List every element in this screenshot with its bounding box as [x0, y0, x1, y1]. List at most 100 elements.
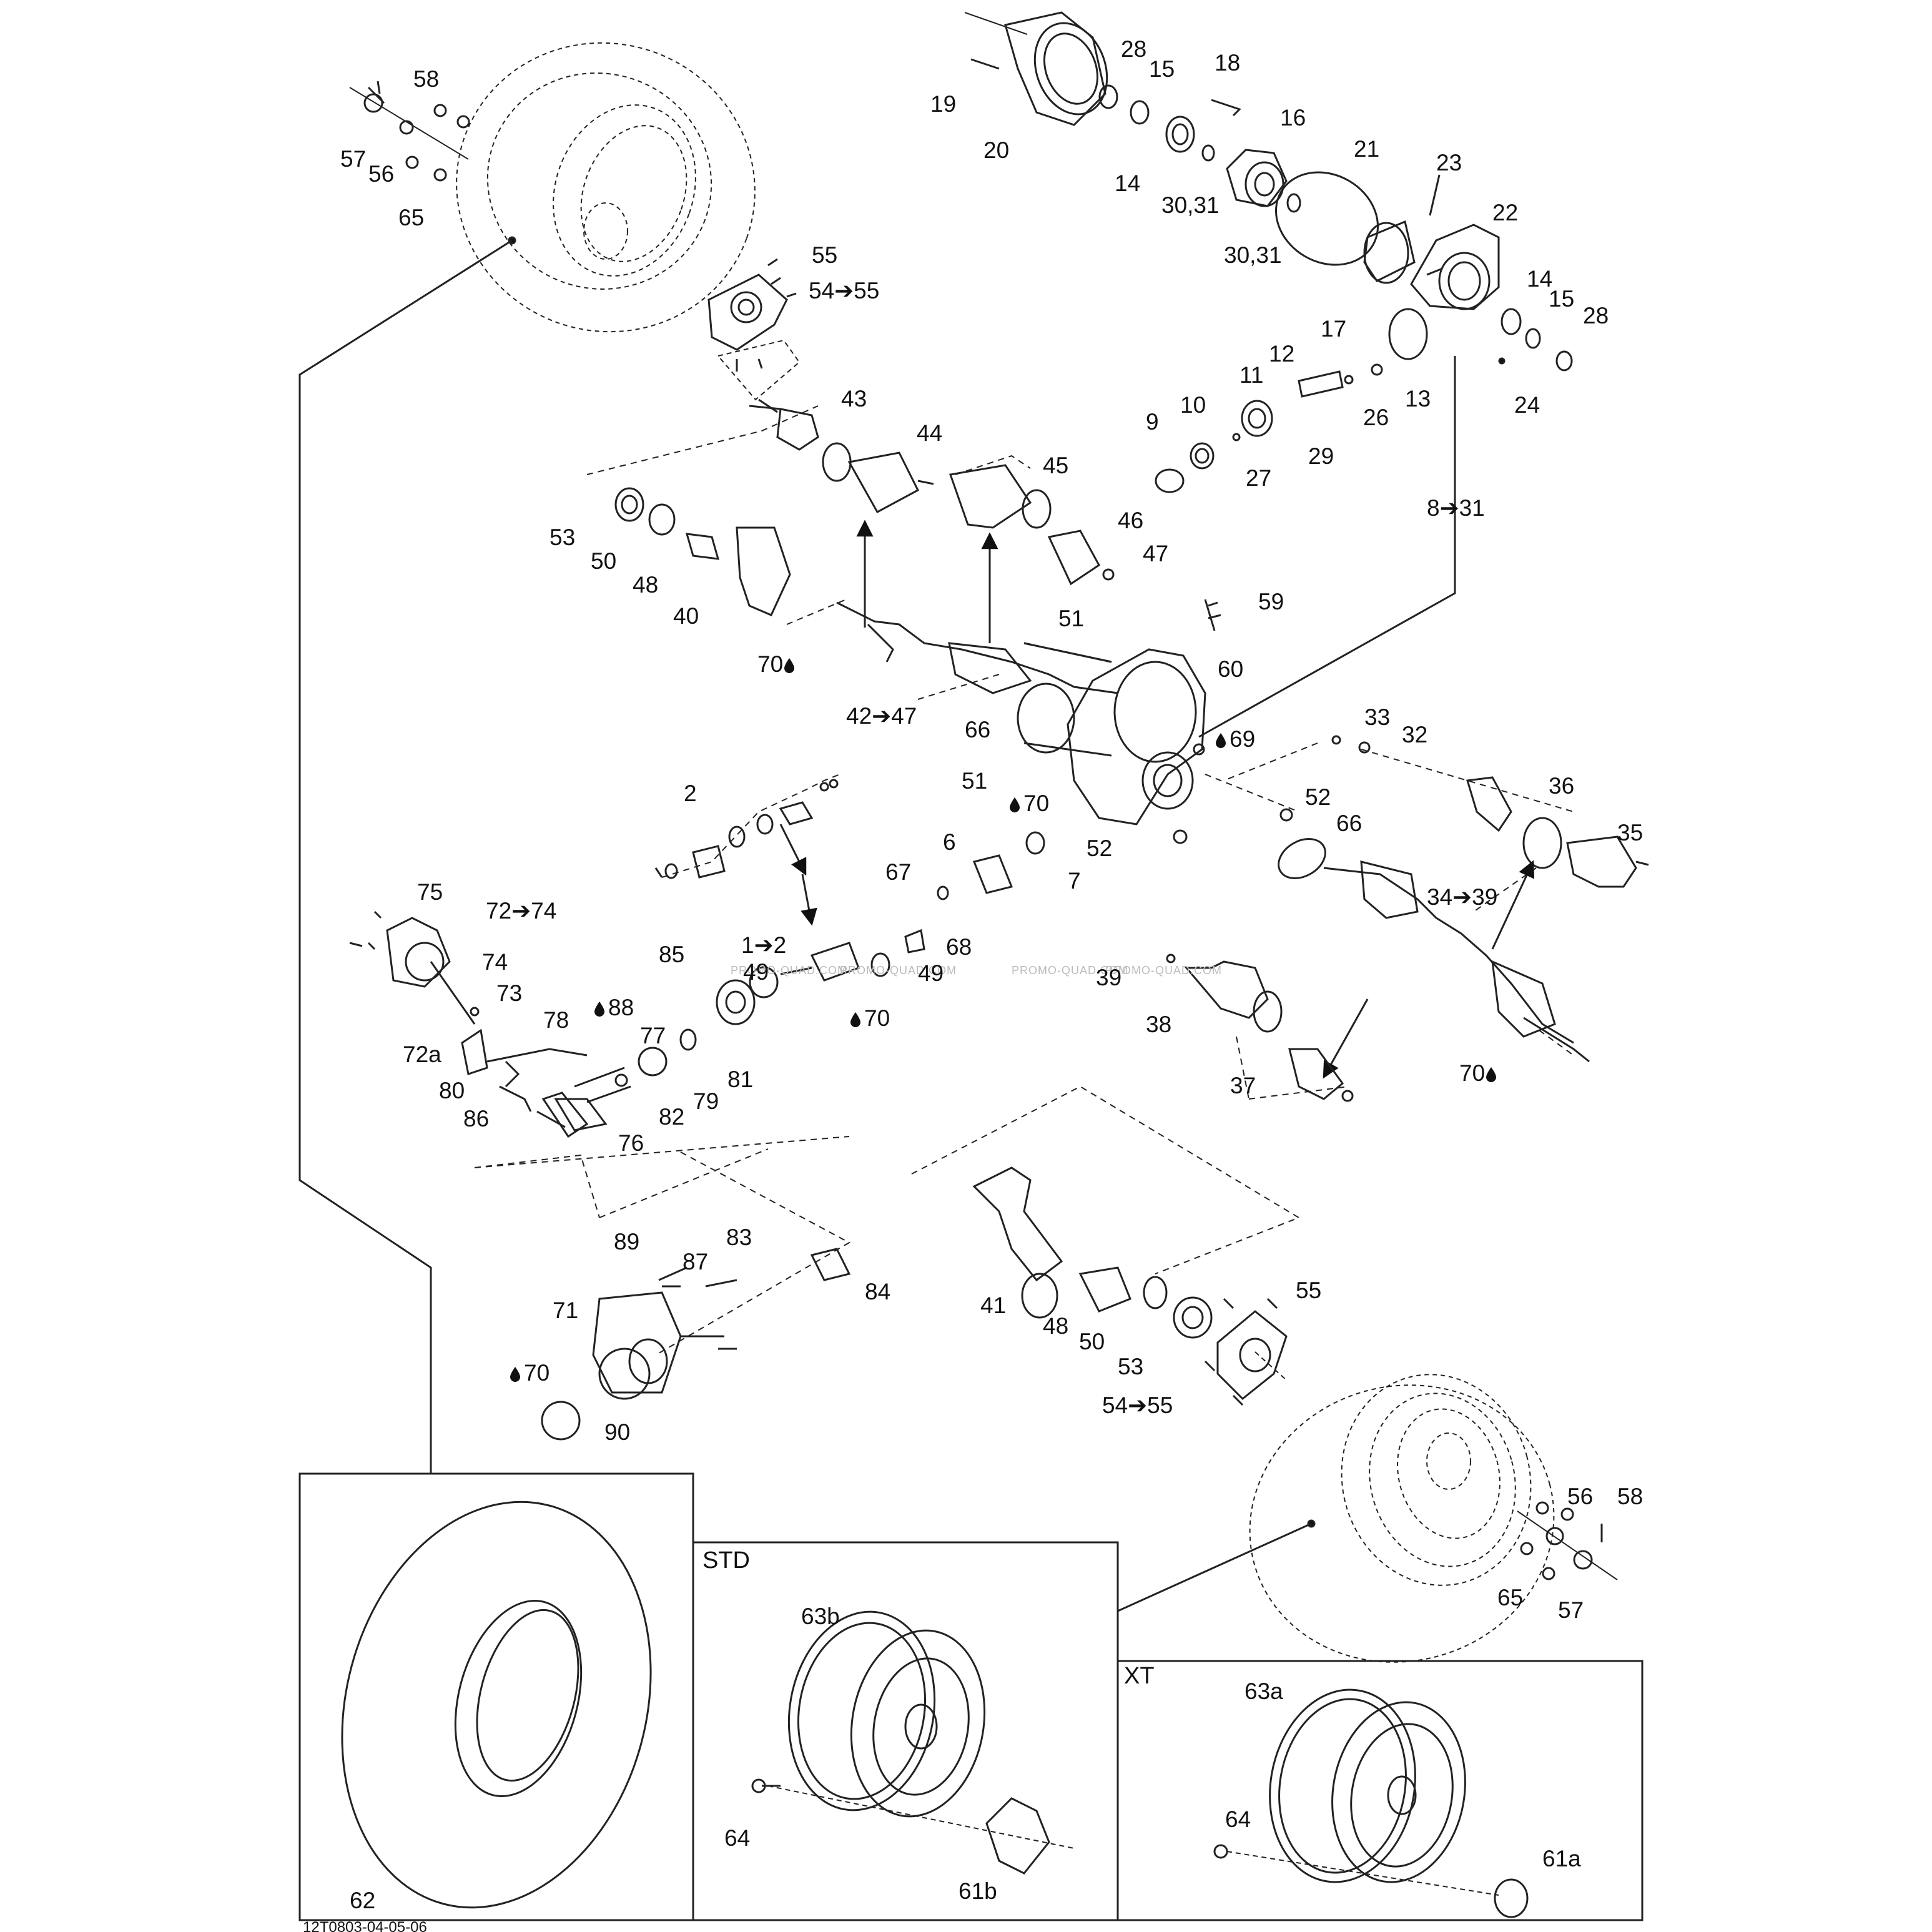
callout-52-a: 52	[1305, 786, 1331, 809]
std-rim-63b	[751, 1610, 1075, 1875]
callout-37: 37	[1230, 1074, 1256, 1097]
callout-27: 27	[1246, 466, 1271, 490]
callout-number: 30,31	[1161, 192, 1220, 218]
callout-23: 23	[1436, 151, 1462, 174]
callout-68: 68	[946, 935, 972, 959]
callout-number: 58	[1617, 1484, 1644, 1509]
callout-number: 66	[965, 717, 991, 742]
callout-46: 46	[1118, 509, 1143, 532]
callout-number: 67	[885, 859, 912, 885]
callout-number: 51	[1058, 606, 1085, 631]
callout-72a: 72a	[403, 1043, 441, 1066]
callout-51-b: 51	[962, 769, 987, 792]
callout-number: 35	[1617, 820, 1644, 845]
callout-number: 9	[1146, 409, 1159, 435]
front-right-driveshaft	[1323, 749, 1649, 1063]
callout-number: 77	[640, 1023, 666, 1048]
drawing-code: 12T0803-04-05-06	[303, 1919, 427, 1932]
callout-48-l: 48	[633, 573, 658, 596]
callout-54-55-tl: 54➔55	[809, 279, 879, 302]
callout-48-b: 48	[1043, 1314, 1068, 1338]
callout-number: 83	[726, 1225, 752, 1250]
callout-30-31-a: 30,31	[1161, 194, 1220, 217]
outer-cv-joint-parts	[1166, 954, 1354, 1102]
callout-32: 32	[1402, 723, 1427, 746]
callout-number: 41	[980, 1293, 1007, 1318]
callout-28-r: 28	[1583, 304, 1609, 327]
callout-20: 20	[983, 139, 1009, 162]
callout-number: 19	[930, 91, 957, 117]
callout-86: 86	[463, 1107, 489, 1130]
callout-number: 16	[1280, 105, 1306, 131]
callout-51-a: 51	[1058, 607, 1084, 630]
callout-35: 35	[1617, 821, 1643, 844]
callout-number: 56	[368, 161, 395, 187]
callout-67: 67	[885, 860, 911, 884]
callout-number: 14	[1527, 266, 1553, 292]
callout-82: 82	[659, 1105, 684, 1128]
callout-number: 27	[1246, 465, 1272, 491]
callout-26: 26	[1363, 406, 1389, 429]
callout-number: 17	[1321, 316, 1347, 342]
callout-61a: 61a	[1542, 1847, 1581, 1870]
callout-49-a: 49	[743, 960, 769, 983]
oil-drop-icon	[849, 1012, 862, 1028]
callout-number: 48	[1043, 1313, 1069, 1339]
oil-drop-icon	[509, 1366, 521, 1382]
callout-number: 54➔55	[809, 278, 880, 303]
oil-drop-icon	[783, 658, 796, 674]
callout-13: 13	[1405, 387, 1431, 410]
callout-number: 79	[693, 1088, 719, 1114]
callout-number: 48	[633, 572, 659, 598]
hub-top	[707, 258, 801, 401]
callout-54-55-b: 54➔55	[1102, 1394, 1173, 1417]
callout-number: 62	[350, 1888, 376, 1913]
callout-number: 11	[1240, 362, 1264, 388]
callout-number: 32	[1402, 722, 1428, 747]
callout-89: 89	[614, 1230, 639, 1253]
callout-85: 85	[659, 943, 684, 966]
callout-number: 36	[1549, 773, 1575, 799]
callout-number: 2	[684, 781, 697, 806]
callout-63b: 63b	[801, 1605, 840, 1628]
callout-50-b: 50	[1079, 1330, 1105, 1353]
callout-number: 46	[1118, 508, 1144, 533]
callout-number: 52	[1305, 784, 1331, 810]
callout-29: 29	[1308, 445, 1334, 468]
callout-number: 63a	[1244, 1678, 1283, 1704]
callout-66-b: 66	[1336, 812, 1362, 835]
callout-70-a: 70	[757, 653, 798, 676]
callout-38: 38	[1146, 1013, 1171, 1036]
callout-number: 73	[496, 980, 523, 1006]
callout-number: 57	[340, 146, 367, 172]
callout-90: 90	[604, 1421, 630, 1444]
watermark: PROMO-QUAD.COM	[840, 964, 957, 977]
front-drive-housing	[541, 1248, 851, 1441]
callout-number: 81	[727, 1067, 754, 1092]
callout-55-tl: 55	[812, 244, 837, 267]
callout-60: 60	[1218, 658, 1243, 681]
front-drive-cover	[349, 910, 600, 1218]
callout-14-t: 14	[1115, 172, 1140, 195]
oil-drop-icon	[1008, 797, 1021, 813]
callout-76: 76	[618, 1131, 644, 1155]
callout-83: 83	[726, 1226, 752, 1249]
callout-number: 69	[1230, 726, 1256, 752]
callout-9: 9	[1146, 410, 1159, 433]
callout-number: 85	[659, 942, 685, 967]
callout-87: 87	[683, 1250, 708, 1273]
callout-number: 40	[673, 603, 699, 629]
callout-74: 74	[482, 950, 508, 973]
callout-number: 14	[1115, 170, 1141, 196]
callout-33: 33	[1364, 706, 1390, 729]
callout-number: 20	[983, 137, 1010, 163]
callout-number: 52	[1087, 835, 1113, 861]
callout-64-xt: 64	[1225, 1808, 1251, 1831]
callout-number: 42➔47	[846, 703, 917, 729]
callout-58-tl: 58	[413, 67, 439, 91]
callout-58-b: 58	[1617, 1485, 1643, 1508]
callout-number: 58	[413, 66, 440, 92]
callout-55-b: 55	[1296, 1279, 1321, 1302]
callout-number: 21	[1354, 136, 1380, 162]
